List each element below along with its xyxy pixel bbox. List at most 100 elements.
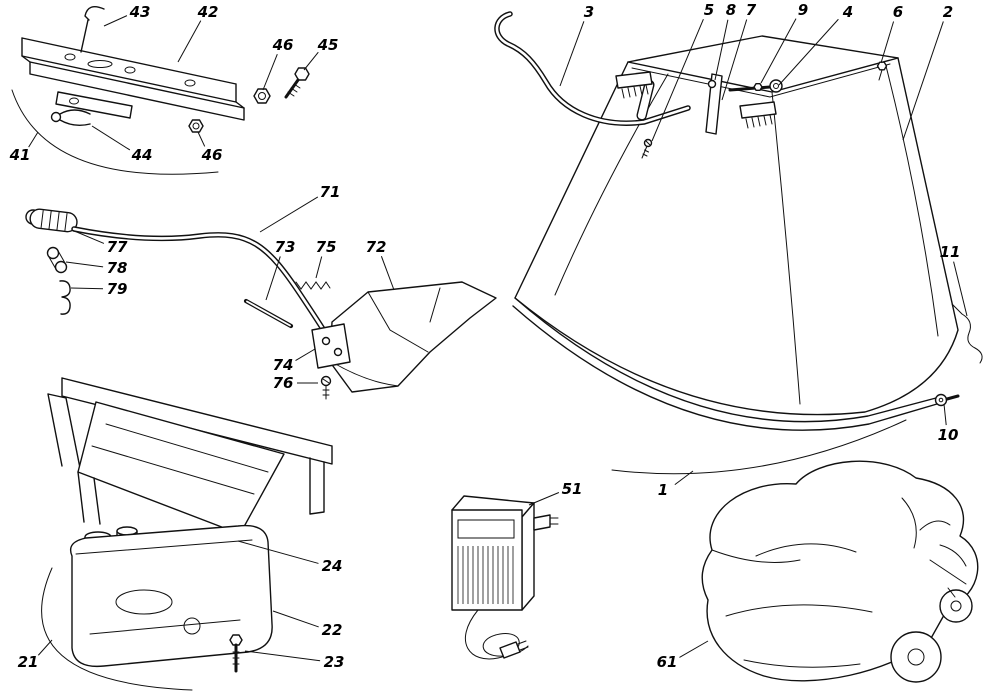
part-number-46: 46 (272, 36, 294, 54)
part-number-4: 4 (842, 3, 853, 21)
grass-catcher-assembly-art (494, 11, 983, 475)
s-hook-part (59, 280, 71, 315)
pin-part (80, 6, 105, 53)
leader-line-46 (197, 131, 206, 147)
leader-line-9 (760, 18, 797, 84)
leader-line-3 (559, 21, 585, 87)
leader-line-10 (943, 403, 947, 426)
part-number-61: 61 (657, 653, 678, 671)
leader-line-71 (259, 196, 319, 233)
charger-side (521, 502, 535, 611)
leader-line-44 (91, 125, 131, 151)
leader-line-41 (28, 131, 39, 148)
part-number-11: 11 (940, 243, 961, 261)
reference-arc-1 (611, 419, 907, 475)
nut-part (253, 88, 271, 104)
leader-line-77 (71, 229, 105, 244)
leader-line-51 (528, 492, 560, 506)
part-number-45: 45 (317, 36, 339, 54)
leader-line-11 (953, 261, 968, 317)
pin-part (934, 393, 948, 407)
part-number-3: 3 (584, 3, 594, 21)
part-number-21: 21 (18, 653, 39, 671)
part-number-76: 76 (273, 374, 294, 392)
part-number-51: 51 (562, 480, 583, 498)
nut-part (188, 119, 204, 133)
catcher-bag-body (514, 35, 959, 416)
part-number-72: 72 (366, 238, 387, 256)
screw-part (641, 138, 653, 159)
part-number-1: 1 (658, 481, 668, 499)
part-number-7: 7 (746, 1, 757, 19)
part-number-79: 79 (107, 280, 128, 298)
bolt-part (321, 336, 331, 346)
screw-part (707, 79, 717, 89)
leader-line-78 (65, 261, 104, 268)
rail-bracket-assembly-art (11, 6, 310, 175)
leader-line-45 (303, 51, 319, 71)
part-number-75: 75 (316, 238, 337, 256)
handle-grip (29, 208, 78, 233)
knob-part (769, 79, 783, 93)
bag-support-tube (514, 297, 937, 423)
leader-line-2 (902, 21, 944, 141)
leader-line-43 (103, 15, 128, 27)
part-number-2: 2 (943, 3, 953, 21)
part-number-77: 77 (107, 238, 128, 256)
charger-plug (533, 514, 551, 531)
part-number-74: 74 (273, 356, 294, 374)
cable-plug (499, 641, 521, 659)
charger-front (451, 509, 523, 611)
part-number-6: 6 (893, 3, 903, 21)
part-number-24: 24 (322, 557, 343, 575)
part-number-9: 9 (798, 1, 808, 19)
handle-assembly-art (25, 208, 497, 400)
leader-line-6 (880, 21, 895, 64)
cotter-pin-part (59, 109, 91, 127)
leader-line-46 (262, 53, 278, 91)
leader-line-5 (651, 18, 704, 142)
part-number-43: 43 (129, 3, 151, 21)
hook-part (951, 303, 983, 364)
part-number-73: 73 (275, 238, 296, 256)
nut-part (753, 82, 763, 92)
deflector-plate (329, 281, 497, 393)
leader-line-73 (265, 256, 281, 301)
leader-line-1 (674, 470, 694, 486)
leader-line-61 (679, 640, 709, 658)
leader-line-72 (380, 256, 395, 291)
reference-arc-21 (41, 567, 193, 691)
part-number-42: 42 (197, 3, 219, 21)
bolt-part (876, 61, 888, 81)
bristle-strip (615, 71, 653, 99)
leader-line-79 (70, 287, 104, 290)
part-number-23: 23 (324, 653, 345, 671)
part-number-8: 8 (726, 1, 736, 19)
leader-line-22 (272, 610, 319, 628)
part-number-71: 71 (320, 183, 341, 201)
bracket-strap (705, 73, 723, 135)
part-number-46: 46 (201, 146, 223, 164)
fuel-tank-assembly-art (41, 524, 273, 691)
part-number-22: 22 (322, 621, 343, 639)
leader-line-75 (315, 256, 323, 279)
leader-line-42 (177, 20, 202, 63)
leader-line-24 (237, 540, 319, 564)
part-number-10: 10 (938, 426, 959, 444)
leader-line-74 (295, 348, 316, 361)
leader-line-23 (244, 650, 321, 662)
part-number-41: 41 (9, 146, 31, 164)
hitch-strap-plate (55, 91, 133, 119)
chassis-frame-art (47, 377, 333, 535)
mower-cover (701, 460, 979, 682)
leader-line-21 (37, 639, 53, 656)
spring-part (295, 281, 331, 290)
bristle-strip (739, 101, 777, 129)
reference-arc-41 (11, 89, 219, 175)
part-number-5: 5 (704, 1, 714, 19)
mount-plate (311, 323, 351, 369)
front-wheel (939, 589, 973, 623)
